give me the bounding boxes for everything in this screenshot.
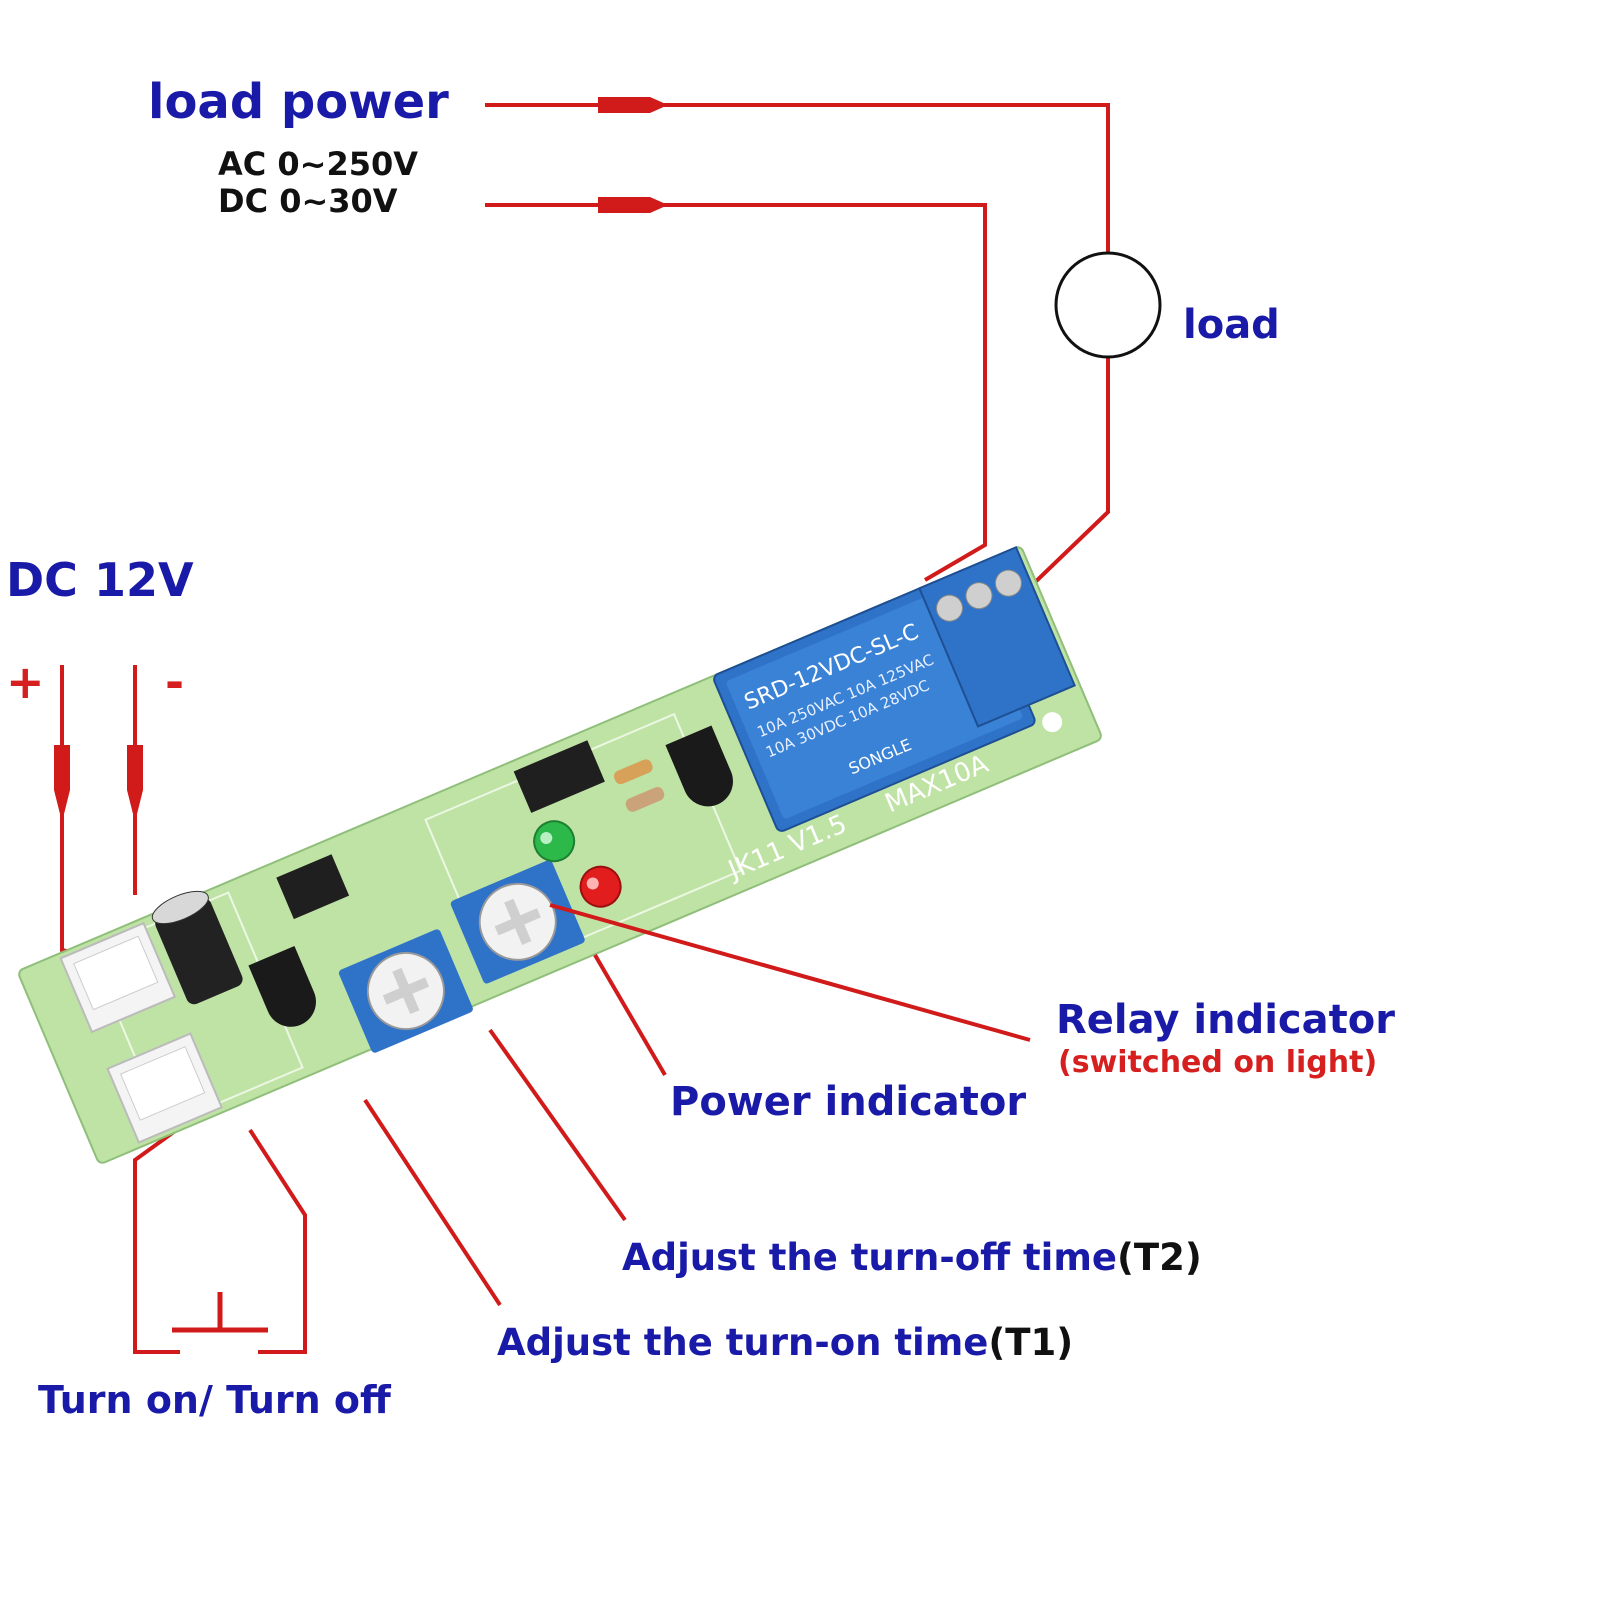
relay-indicator-led (533, 820, 576, 863)
switch-wire-right (248, 1128, 307, 1354)
dc-supply-label: DC 12V (6, 553, 194, 607)
power-indicator-led (579, 865, 622, 908)
t1-leader (363, 1098, 502, 1307)
load-power-wire-top (485, 103, 1110, 255)
dc-range-label: DC 0~30V (218, 182, 398, 220)
arrow-bottom (598, 197, 668, 213)
jumper-header-2 (513, 740, 605, 813)
relay-module-board: JK11 V1.5 MAX10A (18, 546, 1102, 1164)
capacitor (151, 890, 243, 1005)
adjust-off-label: Adjust the turn-off time(T2) (622, 1236, 1202, 1279)
power-indicator-leader (593, 953, 667, 1077)
arrow-top (598, 97, 668, 113)
minus-label: - (165, 655, 184, 709)
relay-indicator-label: Relay indicator (1056, 997, 1395, 1043)
callout-lines (363, 903, 1031, 1307)
plus-label: + (6, 655, 45, 709)
relay-indicator-leader (549, 903, 1031, 1042)
adjust-on-suffix: (T1) (988, 1321, 1073, 1364)
ac-range-label: AC 0~250V (218, 145, 418, 183)
load-power-wire-bottom (485, 203, 987, 582)
t2-leader (488, 1028, 627, 1222)
power-indicator-label: Power indicator (670, 1079, 1026, 1125)
potentiometer-t2 (450, 860, 585, 984)
potentiometer-t1 (338, 929, 473, 1053)
load-label: load (1183, 302, 1280, 348)
resistor (625, 786, 665, 812)
dc-connector (59, 921, 177, 1034)
adjust-on-label: Adjust the turn-on time(T1) (497, 1321, 1073, 1364)
jumper-header-1 (276, 854, 350, 920)
adjust-off-text: Adjust the turn-off time (622, 1236, 1117, 1279)
switch-connector (106, 1032, 223, 1144)
diode (614, 759, 653, 785)
adjust-on-text: Adjust the turn-on time (497, 1321, 988, 1364)
adjust-off-suffix: (T2) (1117, 1236, 1202, 1279)
transistor-1 (248, 945, 316, 1027)
load-symbol (1054, 251, 1162, 359)
load-power-label: load power (148, 74, 449, 130)
terminal-block (918, 546, 1076, 728)
load-power-wiring (485, 97, 1162, 642)
turn-on-off-label: Turn on/ Turn off (38, 1378, 392, 1422)
arrow-plus (54, 745, 70, 822)
arrow-minus (127, 745, 143, 822)
transistor-2 (665, 725, 733, 807)
relay-indicator-note: (switched on light) (1058, 1045, 1377, 1080)
